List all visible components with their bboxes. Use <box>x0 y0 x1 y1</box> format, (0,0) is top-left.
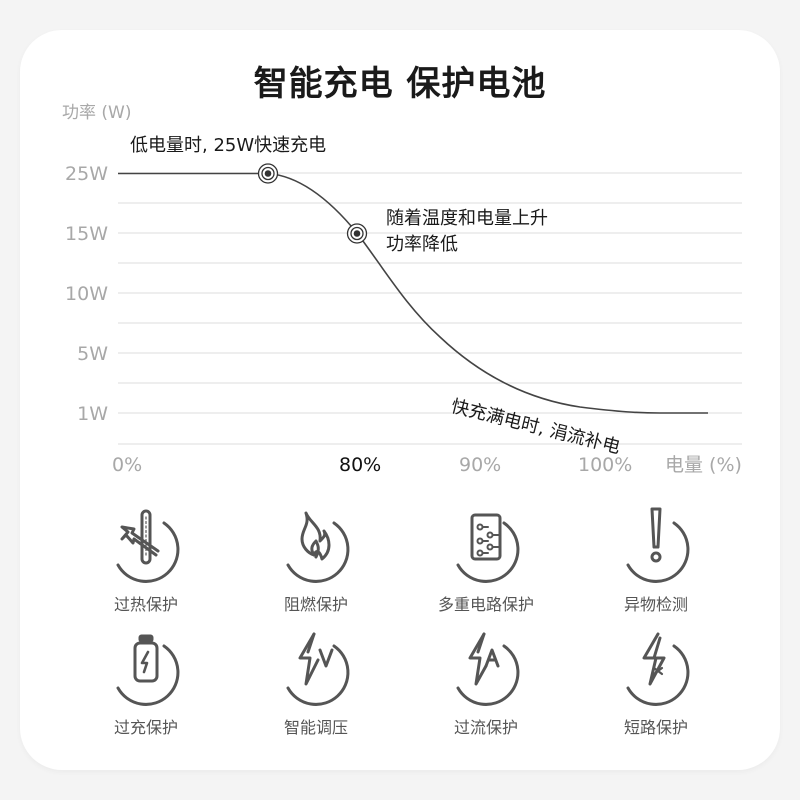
feature-overcurrent: 过流保护 <box>406 628 566 738</box>
feature-label: 阻燃保护 <box>283 595 348 614</box>
flame-icon <box>286 511 350 583</box>
feature-label: 过充保护 <box>113 718 178 737</box>
y-axis-title: 功率 (W) <box>62 103 132 123</box>
feature-flame-retardant: 阻燃保护 <box>236 505 396 615</box>
card <box>20 30 780 770</box>
x-tick-90: 90% <box>459 454 502 476</box>
power-curve <box>118 172 708 414</box>
marker-fast-charge <box>257 163 279 184</box>
feature-label: 短路保护 <box>623 718 688 737</box>
annotation-decline-line2: 功率降低 <box>386 234 458 255</box>
bolt-short-icon <box>626 632 690 706</box>
marker-power-decline <box>346 223 368 244</box>
circuit-board-icon <box>456 513 520 583</box>
x-tick-0: 0% <box>112 454 143 476</box>
battery-icon <box>116 634 180 706</box>
feature-multi-circuit: 多重电路保护 <box>406 505 566 615</box>
feature-label: 智能调压 <box>283 718 348 737</box>
feature-smart-voltage: 智能调压 <box>236 628 396 738</box>
feature-label: 多重电路保护 <box>437 595 534 614</box>
feature-overheat: 过热保护 <box>66 505 226 615</box>
y-tick-10w: 10W <box>65 283 108 305</box>
feature-label: 异物检测 <box>623 595 688 614</box>
y-tick-1w: 1W <box>77 403 108 425</box>
x-tick-80: 80% <box>339 454 382 476</box>
x-tick-100: 100% <box>578 454 633 476</box>
y-tick-15w: 15W <box>65 223 108 245</box>
page-title: 智能充电 保护电池 <box>253 64 547 104</box>
exclamation-icon <box>626 507 690 583</box>
thermometer-icon <box>116 509 180 583</box>
y-tick-25w: 25W <box>65 163 108 185</box>
feature-label: 过流保护 <box>453 718 518 737</box>
annotation-fast-charge: 低电量时, 25W快速充电 <box>130 135 327 156</box>
annotation-decline-line1: 随着温度和电量上升 <box>386 208 548 229</box>
feature-foreign-object: 异物检测 <box>576 505 736 615</box>
bolt-amp-icon <box>456 632 520 706</box>
feature-label: 过热保护 <box>113 595 178 614</box>
feature-overcharge: 过充保护 <box>66 628 226 738</box>
feature-short-circuit: 短路保护 <box>576 628 736 738</box>
x-axis-title: 电量 (%) <box>665 454 742 476</box>
y-tick-5w: 5W <box>77 343 108 365</box>
grid-vertical <box>117 130 689 444</box>
bolt-volt-icon <box>286 632 350 706</box>
